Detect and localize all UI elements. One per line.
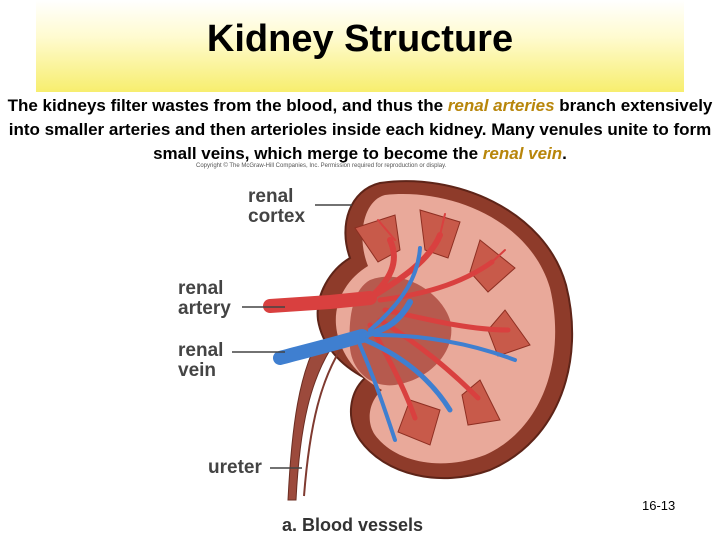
leader-lines <box>232 204 352 469</box>
label-renal-artery-line-2: artery <box>178 298 231 319</box>
slide-title: Kidney Structure <box>206 18 514 60</box>
description-part-1: The kidneys filter wastes from the blood… <box>7 96 448 115</box>
label-renal-cortex-line-2: cortex <box>248 206 306 227</box>
label-renal-vein-line-2: vein <box>178 360 217 381</box>
renal-pyramids <box>354 209 531 446</box>
label-renal-vein-line-1: renal <box>178 340 224 361</box>
term-renal-vein: renal vein <box>482 144 563 163</box>
ureter-tube <box>303 349 341 497</box>
slide-number: 16-13 <box>642 498 676 513</box>
label-ureter: ureter <box>208 457 262 478</box>
label-renal-artery: renal artery <box>178 279 231 319</box>
label-renal-cortex: renal cortex <box>248 187 305 227</box>
label-renal-artery-line-1: renal <box>178 278 224 299</box>
label-renal-cortex-line-1: renal <box>248 186 294 207</box>
description-part-3: . <box>562 144 567 163</box>
title-banner: Kidney Structure <box>36 0 684 92</box>
copyright-notice: Copyright © The McGraw-Hill Companies, I… <box>196 163 447 169</box>
term-renal-arteries: renal arteries <box>447 96 555 115</box>
description-part-2: branch extensively into smaller arteries… <box>8 96 713 163</box>
renal-vein-branches <box>273 246 517 442</box>
figure-caption: a. Blood vessels <box>282 515 424 535</box>
ureter-shape <box>287 343 331 501</box>
description-text: The kidneys filter wastes from the blood… <box>4 94 716 166</box>
label-renal-vein: renal vein <box>178 341 223 381</box>
